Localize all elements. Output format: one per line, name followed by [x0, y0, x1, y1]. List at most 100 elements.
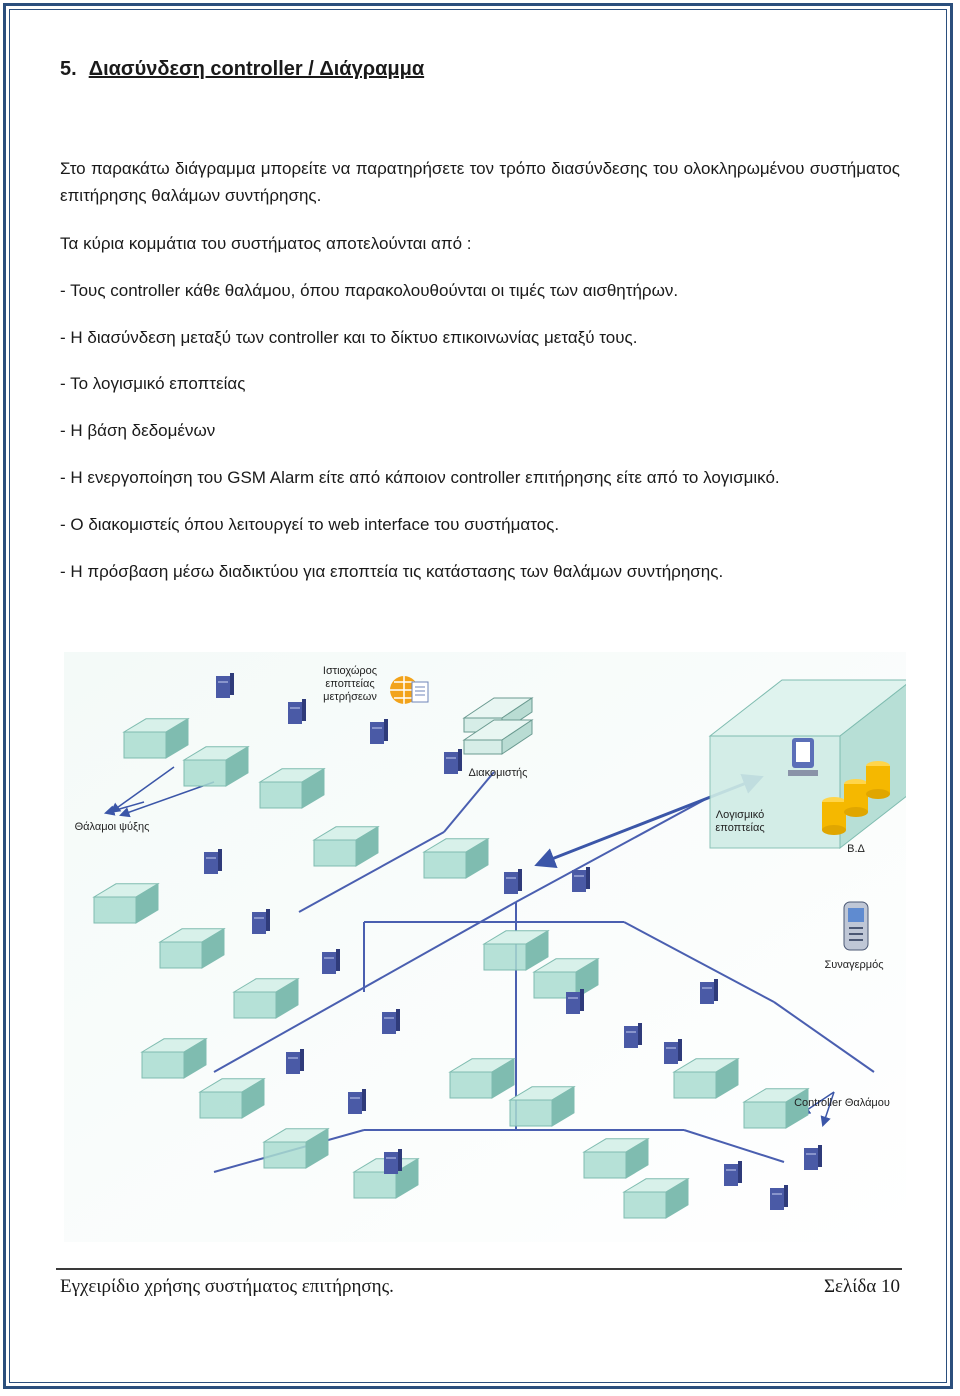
- section-number: 5.: [60, 58, 77, 80]
- cold-room: [482, 929, 550, 971]
- cold-room-front: [583, 1151, 627, 1179]
- cold-room: [182, 745, 250, 787]
- cold-room: [312, 825, 380, 867]
- room-controller-side: [218, 849, 222, 871]
- cold-room: [92, 882, 160, 924]
- cold-room-front: [483, 943, 527, 971]
- cold-room: [262, 1127, 330, 1169]
- section-heading: 5. Διασύνδεση controller / Διάγραμμα: [60, 58, 424, 81]
- room-controller-side: [818, 1145, 822, 1167]
- label-cold-rooms: Θάλαμοι ψύξης: [75, 821, 150, 833]
- room-controller-body: [216, 676, 230, 698]
- cold-room-side: [165, 717, 189, 759]
- room-controller-side: [678, 1039, 682, 1061]
- cold-room-front: [449, 1071, 493, 1099]
- room-controller: [572, 867, 590, 892]
- cold-room: [158, 927, 226, 969]
- cold-room-front: [623, 1191, 667, 1219]
- cold-room-front: [353, 1171, 397, 1199]
- cold-room-front: [313, 839, 357, 867]
- cold-room-side: [551, 1085, 575, 1127]
- cold-room: [448, 1057, 516, 1099]
- room-controller-side: [362, 1089, 366, 1111]
- room-controller: [804, 1145, 822, 1170]
- network-line: [109, 766, 175, 814]
- room-controller-body: [444, 752, 458, 774]
- cold-room-front: [743, 1101, 787, 1129]
- room-controller-side: [580, 989, 584, 1011]
- room-controller: [288, 699, 306, 724]
- network-line: [443, 771, 495, 833]
- network-line: [623, 921, 775, 1003]
- cold-room-side: [395, 1157, 419, 1199]
- cold-room-side: [525, 929, 549, 971]
- label-servers: Διακομιστής: [469, 767, 528, 779]
- room-controller: [700, 979, 718, 1004]
- room-controller-side: [398, 1149, 402, 1171]
- room-controller: [322, 949, 340, 974]
- label-database: Β.Δ: [847, 843, 865, 855]
- room-controller-side: [738, 1161, 742, 1183]
- room-controller-body: [572, 870, 586, 892]
- section-title: Διασύνδεση controller / Διάγραμμα: [88, 58, 425, 80]
- cold-room: [122, 717, 190, 759]
- cold-room-side: [275, 977, 299, 1019]
- diagram-nodes: [92, 673, 822, 1219]
- room-controller: [770, 1185, 788, 1210]
- label-website-line2: εποπτείας: [325, 678, 374, 690]
- cold-room-front: [673, 1071, 717, 1099]
- server-icon: [462, 697, 534, 755]
- components-intro: Τα κύρια κομμάτια του συστήματος αποτελο…: [60, 234, 472, 253]
- room-controller-body: [804, 1148, 818, 1170]
- cold-room-front: [183, 759, 227, 787]
- cold-room: [742, 1087, 810, 1129]
- cold-room-side: [665, 1177, 689, 1219]
- room-controller-body: [288, 702, 302, 724]
- room-controller-side: [458, 749, 462, 771]
- room-controller-side: [638, 1023, 642, 1045]
- room-controller: [286, 1049, 304, 1074]
- footer-page-number: Σελίδα 10: [823, 1276, 900, 1297]
- room-controller: [504, 869, 522, 894]
- component-item: - Η πρόσβαση μέσω διαδικτύου για εποπτεί…: [60, 562, 724, 581]
- room-controller-side: [784, 1185, 788, 1207]
- component-item: - Ο διακομιστείς όπου λειτουργεί το web …: [60, 515, 560, 534]
- cold-room-front: [259, 781, 303, 809]
- network-line: [298, 831, 445, 913]
- component-item: - Η βάση δεδομένων: [60, 421, 216, 440]
- room-controller-side: [384, 719, 388, 741]
- room-controller-body: [384, 1152, 398, 1174]
- cold-room-side: [355, 825, 379, 867]
- room-controller-body: [724, 1164, 738, 1186]
- room-controller: [216, 673, 234, 698]
- page-border: [3, 3, 953, 1389]
- room-controller: [348, 1089, 366, 1114]
- network-line: [799, 1091, 835, 1115]
- room-controller-side: [336, 949, 340, 971]
- database-icon: [822, 761, 890, 835]
- network-line: [683, 1129, 785, 1163]
- cold-room: [582, 1137, 650, 1179]
- label-website-line3: μετρήσεων: [323, 691, 377, 703]
- room-controller-body: [624, 1026, 638, 1048]
- monitor-icon: [788, 738, 818, 776]
- room-controller: [382, 1009, 400, 1034]
- cold-room-front: [233, 991, 277, 1019]
- network-line: [103, 801, 145, 816]
- cold-room: [508, 1085, 576, 1127]
- cold-room-front: [423, 851, 467, 879]
- cold-room: [232, 977, 300, 1019]
- room-controller: [724, 1161, 742, 1186]
- mobile-phone-icon: [843, 901, 869, 951]
- network-lines: [103, 766, 875, 1173]
- room-controller-side: [518, 869, 522, 891]
- cold-room-side: [715, 1057, 739, 1099]
- room-controller-body: [286, 1052, 300, 1074]
- room-controller: [444, 749, 462, 774]
- cold-room-front: [123, 731, 167, 759]
- room-controller-body: [348, 1092, 362, 1114]
- room-controller-body: [770, 1188, 784, 1210]
- room-controller: [252, 909, 270, 934]
- room-controller-side: [586, 867, 590, 889]
- cold-room: [198, 1077, 266, 1119]
